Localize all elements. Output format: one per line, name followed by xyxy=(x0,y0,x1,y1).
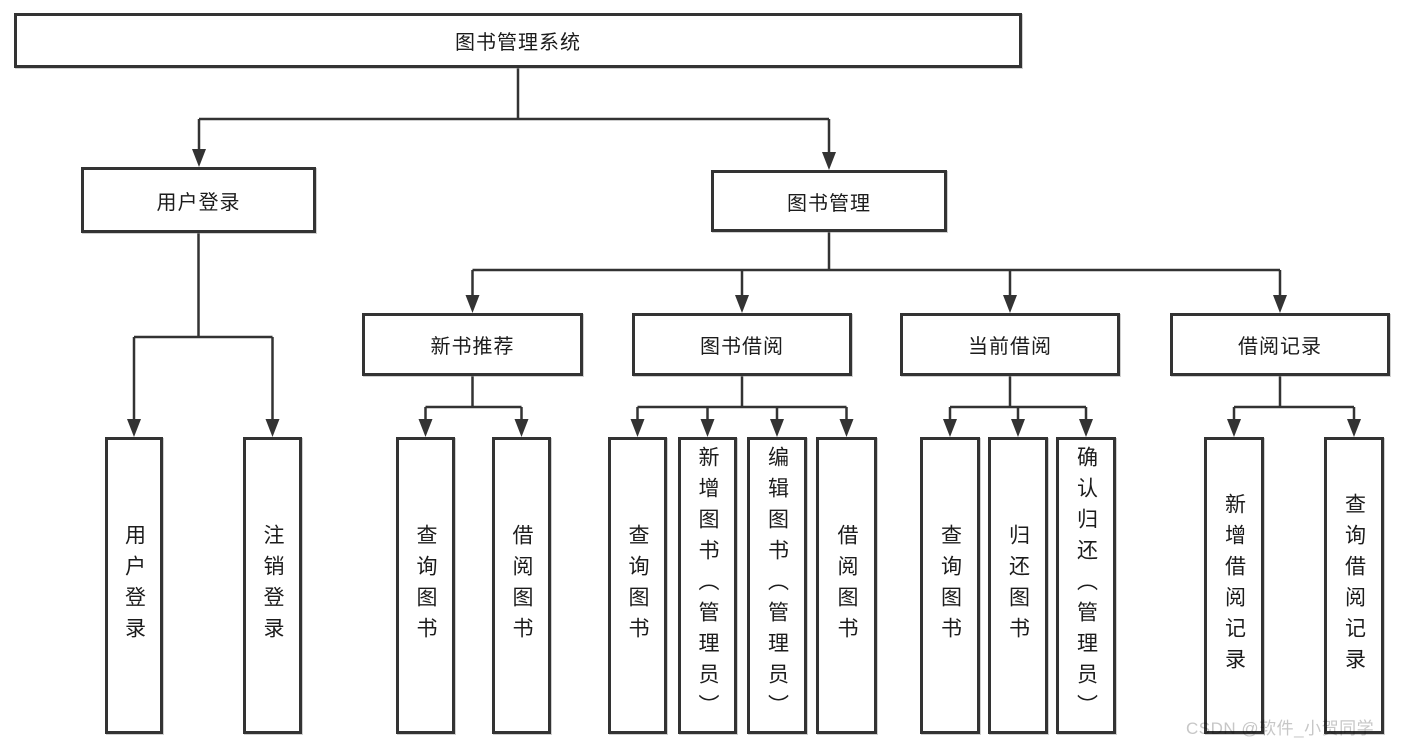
leaf-add-borrow-record: 新增借阅记录 xyxy=(1204,437,1264,734)
leaf-label: 查询图书 xyxy=(626,523,649,648)
node-current-borrowing: 当前借阅 xyxy=(900,313,1120,376)
leaf-label: 新增图书（管理员） xyxy=(696,446,719,725)
leaf-label: 查询图书 xyxy=(414,523,437,648)
leaf-add-books-admin: 新增图书（管理员） xyxy=(678,437,737,734)
node-new-book-recommendation: 新书推荐 xyxy=(362,313,583,376)
connector-path xyxy=(132,68,1356,423)
leaf-label: 确认归还（管理员） xyxy=(1074,446,1098,725)
leaf-label: 归还图书 xyxy=(1006,523,1030,648)
node-book-management: 图书管理 xyxy=(711,170,947,232)
leaf-borrow-books-borrowing: 借阅图书 xyxy=(816,437,877,734)
leaf-borrow-books-recommend: 借阅图书 xyxy=(492,437,551,734)
leaf-user-login: 用户登录 xyxy=(105,437,163,734)
leaf-label: 新增借阅记录 xyxy=(1222,492,1246,679)
node-user-login: 用户登录 xyxy=(81,167,316,233)
leaf-label: 查询借阅记录 xyxy=(1342,492,1366,679)
node-book-borrowing: 图书借阅 xyxy=(632,313,852,376)
leaf-label: 注销登录 xyxy=(261,523,284,648)
leaf-logout: 注销登录 xyxy=(243,437,302,734)
leaf-label: 借阅图书 xyxy=(510,523,533,648)
node-system-root: 图书管理系统 xyxy=(14,13,1022,68)
leaf-query-books-current: 查询图书 xyxy=(920,437,980,734)
leaf-confirm-return-admin: 确认归还（管理员） xyxy=(1056,437,1116,734)
leaf-label: 用户登录 xyxy=(122,523,146,648)
leaf-return-books: 归还图书 xyxy=(988,437,1048,734)
leaf-query-books-borrowing: 查询图书 xyxy=(608,437,667,734)
node-borrowing-records: 借阅记录 xyxy=(1170,313,1390,376)
leaf-query-books-recommend: 查询图书 xyxy=(396,437,455,734)
leaf-edit-books-admin: 编辑图书（管理员） xyxy=(747,437,807,734)
csdn-watermark: CSDN @软件_小贺同学 xyxy=(1186,719,1375,738)
leaf-label: 借阅图书 xyxy=(835,523,858,648)
leaf-label: 查询图书 xyxy=(938,523,962,648)
leaf-query-borrow-record: 查询借阅记录 xyxy=(1324,437,1384,734)
leaf-label: 编辑图书（管理员） xyxy=(765,446,789,725)
